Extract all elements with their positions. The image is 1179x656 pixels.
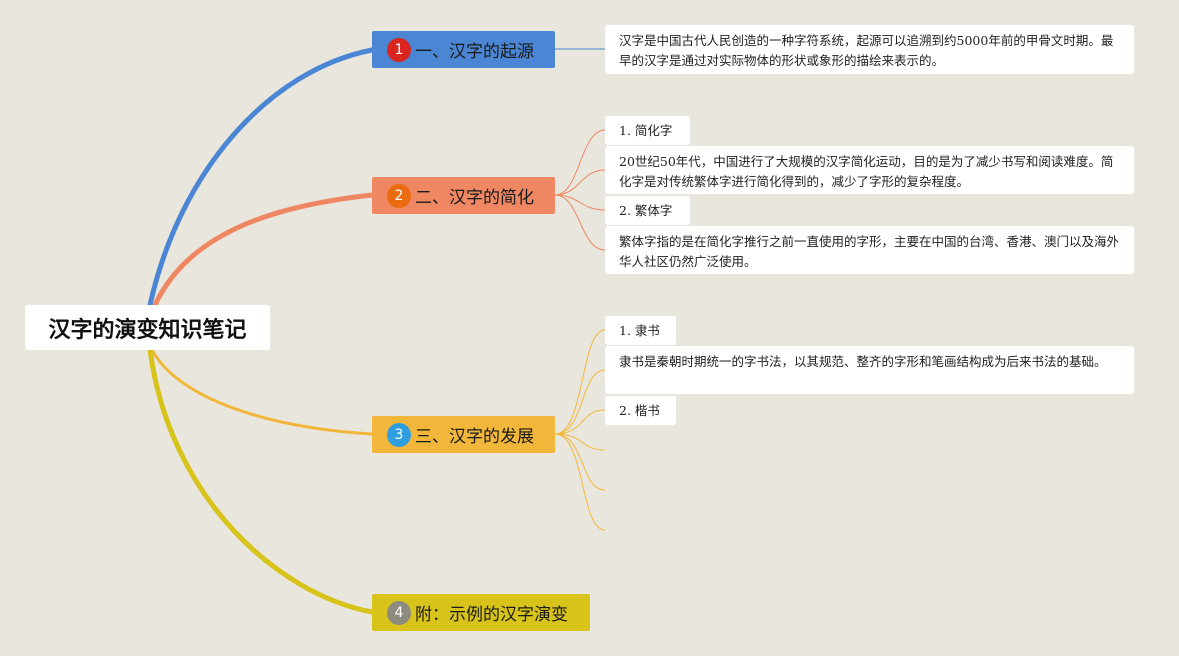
root-to-branch3-connector [150, 348, 374, 436]
branch-examples[interactable]: 4 附：示例的汉字演变 [372, 594, 590, 631]
note-kaishu-title[interactable]: 2. 楷书 [605, 396, 676, 425]
root-to-branch1-connector [147, 47, 375, 308]
note-text: 汉字是中国古代人民创造的一种字符系统，起源可以追溯到约5000年前的甲骨文时期。… [619, 33, 1114, 68]
note-text: 20世纪50年代，中国进行了大规模的汉字简化运动，目的是为了减少书写和阅读难度。… [619, 154, 1114, 189]
branch3-fan-connector-6 [554, 433, 606, 531]
branch3-fan-connector-1 [554, 329, 606, 435]
root-to-branch2-connector [152, 192, 375, 308]
branch-number-badge: 4 [387, 600, 411, 625]
branch3-fan-connector-2 [554, 369, 606, 435]
note-origin[interactable]: 汉字是中国古代人民创造的一种字符系统，起源可以追溯到约5000年前的甲骨文时期。… [605, 25, 1134, 74]
note-text: 繁体字指的是在简化字推行之前一直使用的字形，主要在中国的台湾、香港、澳门以及海外… [619, 234, 1120, 269]
note-simplified-text[interactable]: 20世纪50年代，中国进行了大规模的汉字简化运动，目的是为了减少书写和阅读难度。… [605, 146, 1134, 194]
branch2-fan-connector-3 [554, 194, 606, 211]
note-simplified-title[interactable]: 1. 简化字 [605, 116, 690, 145]
note-traditional-title[interactable]: 2. 繁体字 [605, 196, 690, 225]
branch-label: 三、汉字的发展 [415, 427, 534, 447]
note-title: 2. 繁体字 [619, 202, 673, 218]
root-title: 汉字的演变知识笔记 [48, 317, 247, 343]
note-text: 隶书是秦朝时期统一的字书法，以其规范、整齐的字形和笔画结构成为后来书法的基础。 [619, 354, 1107, 369]
branch-label: 二、汉字的简化 [415, 188, 534, 208]
branch2-fan-connector-4 [554, 194, 606, 251]
branch-label: 附：示例的汉字演变 [415, 605, 568, 625]
branch2-fan-connector-1 [554, 129, 606, 196]
note-title: 2. 楷书 [619, 402, 660, 418]
root-to-branch4-connector [147, 347, 375, 615]
branch3-fan-connector-5 [554, 433, 606, 491]
branch-origin[interactable]: 1 一、汉字的起源 [372, 31, 555, 68]
branch2-fan-connector-2 [554, 169, 606, 196]
note-lishu-title[interactable]: 1. 隶书 [605, 316, 676, 345]
note-title: 1. 简化字 [619, 122, 673, 138]
root-topic[interactable]: 汉字的演变知识笔记 [25, 305, 270, 350]
branch-simplification[interactable]: 2 二、汉字的简化 [372, 177, 555, 214]
branch-number-badge: 1 [387, 37, 411, 62]
note-lishu-text[interactable]: 隶书是秦朝时期统一的字书法，以其规范、整齐的字形和笔画结构成为后来书法的基础。 [605, 346, 1134, 394]
note-traditional-text[interactable]: 繁体字指的是在简化字推行之前一直使用的字形，主要在中国的台湾、香港、澳门以及海外… [605, 226, 1134, 274]
branch3-fan-connector-4 [554, 433, 606, 451]
branch-number-badge: 2 [387, 183, 411, 208]
branch-development[interactable]: 3 三、汉字的发展 [372, 416, 555, 453]
branch-label: 一、汉字的起源 [415, 42, 534, 62]
branch-number-badge: 3 [387, 422, 411, 447]
branch3-fan-connector-3 [554, 409, 606, 435]
note-title: 1. 隶书 [619, 322, 660, 338]
